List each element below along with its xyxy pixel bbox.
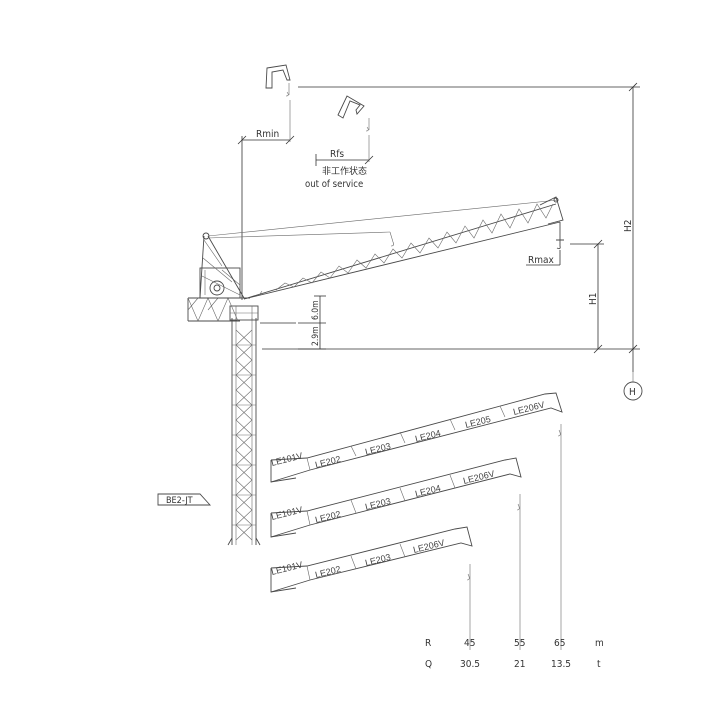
config-1-seg-1: LE101V [270,450,303,467]
tower-mast [227,305,261,546]
config-1-seg-4: LE204 [414,428,442,444]
table-q-value-1: 30.5 [460,659,480,670]
rfs-jib-head [337,95,370,162]
table-q-value-3: 13.5 [551,659,571,670]
table-q-value-2: 21 [514,659,525,670]
table-r-value-2: 55 [514,638,525,649]
table-q-label: Q [425,659,432,670]
out-of-service-cn-label: 非工作状态 [322,165,367,177]
config-1-seg-5: LE205 [464,414,492,430]
config-2-seg-5: LE206V [462,468,495,485]
rmin-jib-head [265,64,291,142]
dim-6m-label: 6.0m [311,300,321,320]
table-r-value-3: 65 [554,638,565,649]
height-marker-label: H [629,387,636,398]
config-2-seg-4: LE204 [414,483,442,499]
base-tag-label: BE2-JT [166,496,193,506]
load-table: R 45 55 65 m Q 30.5 21 13.5 t [425,638,604,670]
h1-label: H1 [588,293,599,306]
table-r-label: R [425,638,431,649]
config-1-seg-3: LE203 [364,441,392,457]
dim-2-9m-label: 2.9m [311,326,321,346]
luffing-jib [207,196,564,300]
table-r-value-1: 45 [464,638,475,649]
dimension-lines [237,82,640,372]
config-3-seg-1: LE101V [270,559,303,576]
config-1-seg-2: LE202 [314,454,342,470]
height-reference-marker: H [623,372,643,401]
config-2-seg-1: LE101V [270,504,303,521]
rmax-label: Rmax [528,255,555,266]
table-q-unit: t [597,659,601,670]
config-3-seg-4: LE206V [412,537,445,554]
jib-config-1: LE101V LE202 LE203 LE204 LE205 LE206V [270,392,563,650]
rfs-label: Rfs [330,149,344,160]
counter-jib [187,232,250,322]
base-tag: BE2-JT [157,493,212,506]
config-3-seg-2: LE202 [314,564,342,580]
config-2-seg-2: LE202 [314,509,342,525]
config-3-seg-3: LE203 [364,552,392,568]
config-1-seg-6: LE206V [512,399,545,416]
rmin-label: Rmin [256,129,279,140]
h2-label: H2 [623,220,634,233]
out-of-service-en-label: out of service [305,179,363,190]
table-r-unit: m [595,638,604,649]
jib-config-3: LE101V LE202 LE203 LE206V [270,526,473,650]
jib-config-2: LE101V LE202 LE203 LE204 LE206V [270,457,522,650]
config-2-seg-3: LE203 [364,496,392,512]
